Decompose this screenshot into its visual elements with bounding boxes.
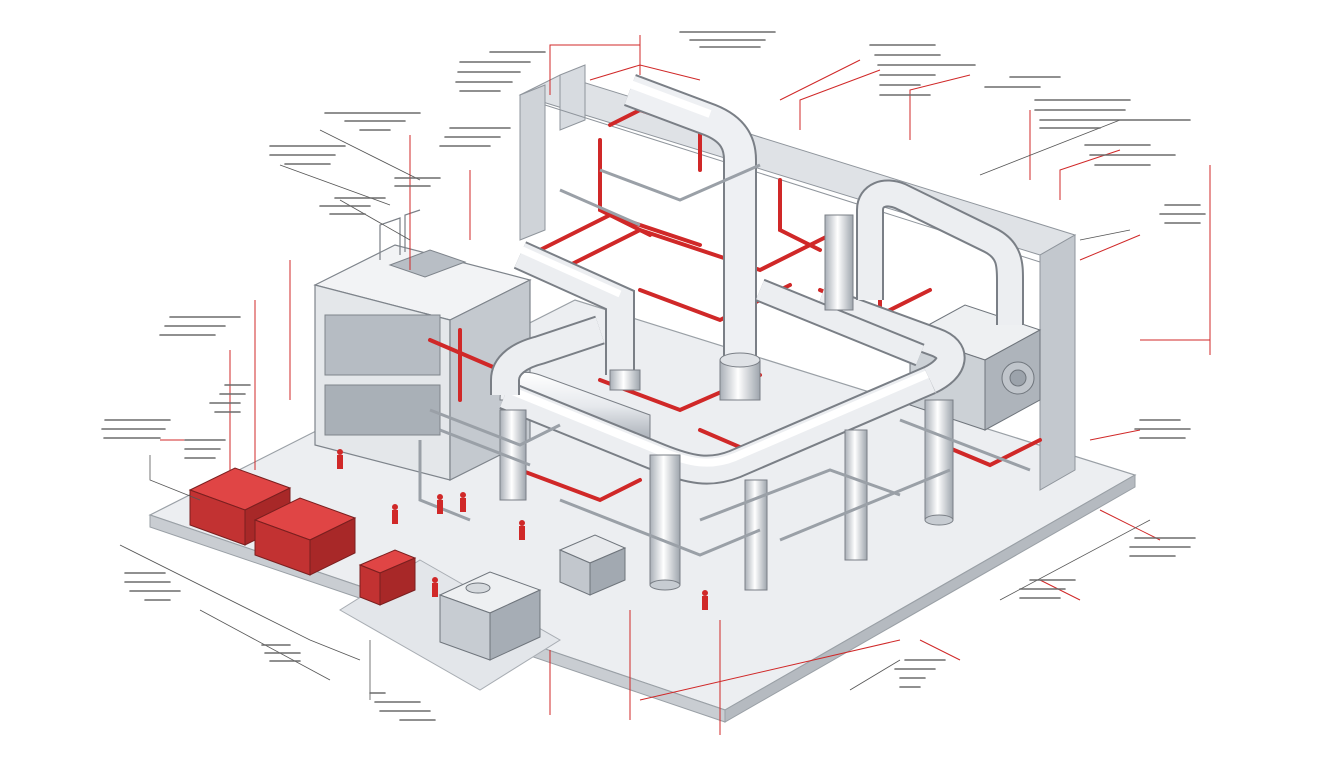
tank-unit — [438, 571, 542, 661]
control-building — [313, 209, 532, 481]
generator-units — [188, 467, 417, 606]
worker-figures — [337, 449, 708, 610]
pump-housing — [558, 534, 627, 596]
annotation-blocks — [101, 31, 1206, 721]
secondary-piping — [418, 163, 1031, 557]
support-columns — [499, 214, 954, 591]
